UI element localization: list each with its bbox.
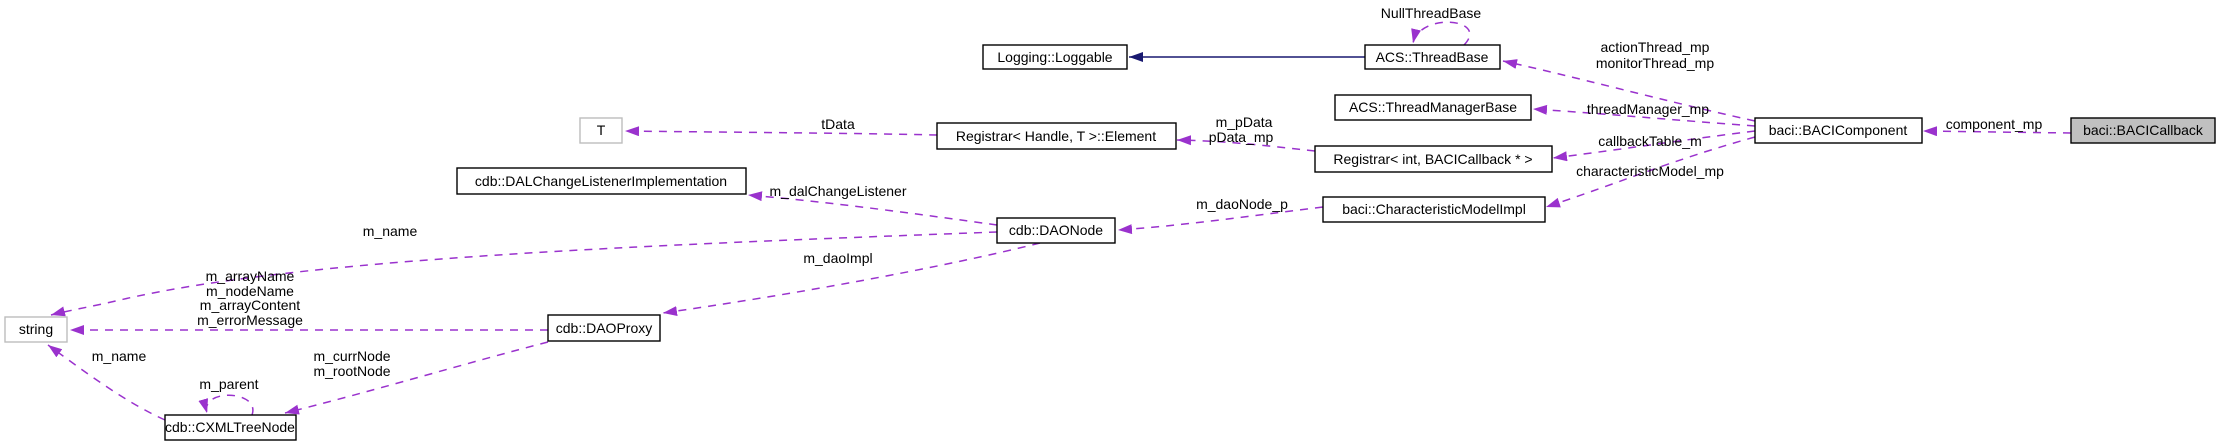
- node-cdb-dalchangelistenerimplementation[interactable]: cdb::DALChangeListenerImplementation: [456, 167, 747, 195]
- node-label-cdb-daonode: cdb::DAONode: [1009, 222, 1103, 238]
- node-label-registrar-int-bacicallback: Registrar< int, BACICallback * >: [1333, 151, 1532, 167]
- node-baci-characteristicmodelimpl[interactable]: baci::CharacteristicModelImpl: [1322, 196, 1546, 223]
- edge-label-parent: m_parent: [199, 376, 258, 392]
- node-label-acs-threadmanagerbase: ACS::ThreadManagerBase: [1349, 99, 1517, 115]
- node-label-string: string: [19, 321, 53, 337]
- edge-label-pdata-mp: pData_mp: [1209, 129, 1274, 145]
- edge-characteristicmodel: [1545, 136, 1756, 208]
- node-label-cdb-dalchangelistenerimplementation: cdb::DALChangeListenerImplementation: [475, 173, 727, 189]
- edge-label-dalchangelistener: m_dalChangeListener: [770, 183, 907, 199]
- node-string: string: [4, 316, 68, 343]
- node-label-baci-bacicallback: baci::BACICallback: [2083, 122, 2204, 138]
- node-cdb-daonode[interactable]: cdb::DAONode: [996, 217, 1116, 244]
- node-label-baci-bacicomponent: baci::BACIComponent: [1769, 122, 1908, 138]
- node-registrar-int-bacicallback[interactable]: Registrar< int, BACICallback * >: [1314, 145, 1553, 173]
- node-acs-threadbase[interactable]: ACS::ThreadBase: [1364, 44, 1501, 70]
- node-label-cdb-cxmltreenode: cdb::CXMLTreeNode: [165, 419, 295, 435]
- node-baci-bacicomponent[interactable]: baci::BACIComponent: [1754, 117, 1923, 144]
- node-acs-threadmanagerbase[interactable]: ACS::ThreadManagerBase: [1334, 94, 1532, 121]
- node-label-logging-loggable: Logging::Loggable: [997, 49, 1112, 65]
- edge-label-tdata: tData: [821, 116, 855, 132]
- node-registrar-handle-element[interactable]: Registrar< Handle, T >::Element: [936, 122, 1177, 150]
- edge-label-errormessage: m_errorMessage: [197, 312, 303, 328]
- edge-name-lower: [47, 344, 166, 421]
- edge-name-upper: [50, 231, 998, 317]
- edge-currnode-rootnode: [284, 341, 549, 415]
- node-baci-bacicallback: baci::BACICallback: [2070, 117, 2216, 144]
- edge-nullthreadbase-self-loop: [1411, 21, 1471, 46]
- edge-tdata: [624, 126, 938, 137]
- edge-label-name-lower: m_name: [92, 348, 147, 364]
- edge-label-arraycontent: m_arrayContent: [200, 297, 300, 313]
- edge-component-mp: [1922, 126, 2072, 137]
- edge-dalchangelistener: [747, 191, 998, 226]
- node-t: T: [579, 117, 623, 144]
- edge-daonode-p: [1117, 206, 1324, 235]
- edge-label-component-mp: component_mp: [1946, 116, 2043, 132]
- edge-label-currnode: m_currNode: [313, 348, 390, 364]
- edge-label-threadmanager: threadManager_mp: [1587, 101, 1709, 117]
- edge-label-daonode-p: m_daoNode_p: [1196, 196, 1288, 212]
- edge-label-actionthread: actionThread_mp: [1601, 39, 1710, 55]
- edge-label-arrayname: m_arrayName: [206, 268, 295, 284]
- edge-label-nullthreadbase: NullThreadBase: [1381, 5, 1482, 21]
- edge-label-characteristicmodel: characteristicModel_mp: [1576, 163, 1724, 179]
- node-label-registrar-handle-element: Registrar< Handle, T >::Element: [956, 128, 1156, 144]
- node-logging-loggable[interactable]: Logging::Loggable: [982, 44, 1128, 70]
- node-label-baci-characteristicmodelimpl: baci::CharacteristicModelImpl: [1342, 201, 1526, 217]
- node-label-t: T: [597, 122, 606, 138]
- edge-label-rootnode: m_rootNode: [313, 363, 390, 379]
- edge-label-name-upper: m_name: [363, 223, 418, 239]
- edge-label-mpdata: m_pData: [1216, 114, 1273, 130]
- edge-label-callbacktable: callbackTable_m: [1598, 133, 1702, 149]
- node-label-acs-threadbase: ACS::ThreadBase: [1376, 49, 1489, 65]
- edge-parent-self-loop: [198, 394, 254, 416]
- edge-daoimpl: [662, 242, 1041, 316]
- edge-mpdata: [1176, 135, 1316, 152]
- node-cdb-daoproxy[interactable]: cdb::DAOProxy: [547, 314, 661, 342]
- edge-label-monitorthread: monitorThread_mp: [1596, 55, 1714, 71]
- edge-label-nodename: m_nodeName: [206, 283, 294, 299]
- node-label-cdb-daoproxy: cdb::DAOProxy: [556, 320, 652, 336]
- edge-label-daoimpl: m_daoImpl: [803, 250, 872, 266]
- node-cdb-cxmltreenode[interactable]: cdb::CXMLTreeNode: [164, 414, 297, 441]
- edge-actionthread: [1502, 59, 1756, 122]
